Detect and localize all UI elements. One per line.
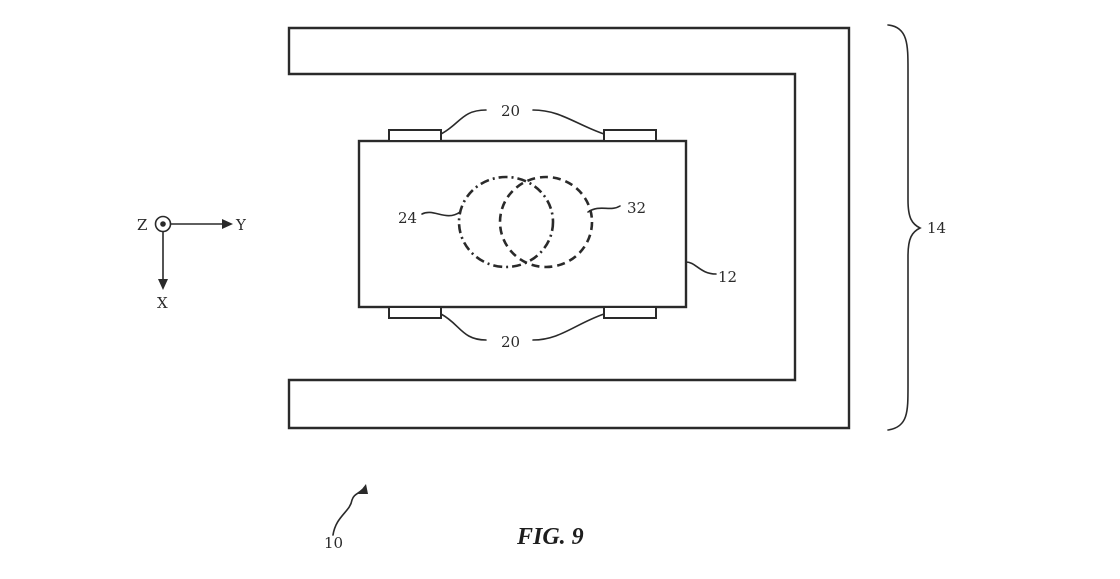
y-axis-label: Y bbox=[235, 216, 247, 234]
enclosure-brace bbox=[887, 24, 922, 431]
label-12: 12 bbox=[718, 268, 737, 286]
pad-top-left bbox=[388, 129, 442, 142]
label-14: 14 bbox=[927, 219, 946, 237]
region-24-circle bbox=[457, 175, 555, 269]
pad-top-right bbox=[603, 129, 657, 142]
pad-bottom-left bbox=[388, 306, 442, 319]
leader-24 bbox=[421, 211, 461, 217]
leader-32 bbox=[587, 205, 621, 213]
leader-20-bottom bbox=[440, 313, 605, 341]
leader-20-top bbox=[440, 109, 605, 135]
label-32: 32 bbox=[627, 199, 646, 217]
label-10: 10 bbox=[324, 534, 343, 552]
label-20-bottom: 20 bbox=[501, 333, 520, 351]
z-axis-dot bbox=[160, 221, 166, 227]
coordinate-axes: Z Y X bbox=[137, 215, 247, 312]
x-axis-arrowhead bbox=[158, 279, 168, 290]
x-axis-label: X bbox=[157, 294, 168, 312]
figure-caption: FIG. 9 bbox=[516, 524, 584, 550]
device-body bbox=[357, 139, 688, 309]
z-axis-label: Z bbox=[137, 216, 147, 234]
enclosure-outline bbox=[287, 26, 851, 430]
pad-bottom-right bbox=[603, 306, 657, 319]
leader-10-arrowhead bbox=[358, 484, 368, 494]
leader-10 bbox=[332, 489, 363, 536]
region-32-circle bbox=[498, 175, 594, 269]
leader-12 bbox=[685, 261, 717, 275]
y-axis-arrowhead bbox=[222, 219, 233, 229]
label-20-top: 20 bbox=[501, 102, 520, 120]
label-24: 24 bbox=[398, 209, 417, 227]
